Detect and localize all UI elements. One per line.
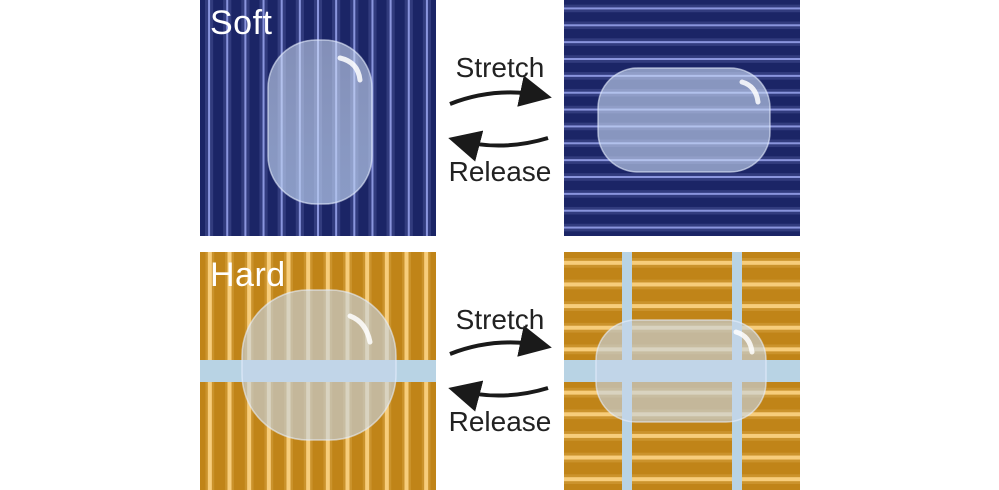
- droplet: [241, 289, 397, 441]
- soft-relaxed-panel: Soft: [200, 0, 436, 236]
- fiber-glow: [564, 206, 800, 215]
- fiber-stripe: [564, 58, 800, 60]
- fiber-stripe: [564, 260, 800, 265]
- fiber-glow: [564, 301, 800, 311]
- release-label-bottom: Release: [448, 406, 552, 437]
- fiber-glow: [241, 0, 250, 236]
- fiber-stripe: [226, 0, 229, 236]
- fiber-glow: [422, 0, 432, 236]
- hard-label: Hard: [210, 256, 286, 294]
- fiber-stripe: [564, 192, 800, 195]
- droplet-highlight: [739, 79, 761, 105]
- fiber-glow: [564, 279, 800, 290]
- release-arrow-bottom: [448, 380, 549, 412]
- fiber-stripe: [389, 0, 392, 236]
- soft-stretched-illustration: [564, 0, 800, 236]
- stretch-label-bottom: Stretch: [455, 304, 545, 335]
- droplet: [267, 39, 373, 205]
- fiber-stripe: [564, 455, 800, 460]
- fiber-stripe: [564, 7, 800, 10]
- soft-label: Soft: [210, 4, 273, 42]
- fiber-stripe: [564, 41, 800, 44]
- fiber-stripe: [564, 226, 800, 229]
- fiber-glow: [564, 431, 800, 441]
- fiber-stripe: [564, 24, 800, 27]
- fiber-stripe: [564, 176, 800, 178]
- fiber-glow: [404, 0, 413, 236]
- fiber-glow: [204, 0, 214, 236]
- soft-relaxed-illustration: [200, 0, 436, 236]
- fiber-stripe: [425, 0, 428, 236]
- release-arrow-top: [448, 130, 549, 162]
- fiber-glow: [564, 257, 800, 268]
- fiber-glow: [564, 4, 800, 13]
- fiber-glow: [564, 223, 800, 232]
- transition-arrows: [448, 75, 552, 412]
- fiber-stripe: [208, 0, 211, 236]
- hard-stretched-panel: [564, 252, 800, 490]
- fiber-stripe: [564, 304, 800, 309]
- hard-relaxed-panel: Hard: [200, 252, 436, 490]
- fiber-glow: [386, 0, 395, 236]
- stretch-arrow-top: [449, 75, 552, 107]
- fiber-stripe: [564, 282, 800, 287]
- fiber-glow: [564, 173, 800, 181]
- droplet: [595, 319, 767, 423]
- fiber-stripe: [244, 0, 247, 236]
- soft-stretched-panel: [564, 0, 800, 236]
- fiber-glow: [564, 190, 800, 198]
- fiber-glow: [564, 21, 800, 30]
- release-label-top: Release: [448, 156, 552, 187]
- fiber-stripe: [564, 477, 800, 482]
- fiber-glow: [564, 38, 800, 46]
- hard-stretched-illustration: [564, 252, 800, 490]
- fiber-glow: [223, 0, 232, 236]
- stretch-label-top: Stretch: [455, 52, 545, 83]
- fiber-glow: [564, 452, 800, 463]
- droplet-highlight: [337, 55, 363, 83]
- fiber-stripe: [564, 209, 800, 212]
- fiber-glow: [259, 0, 268, 236]
- fiber-stripe: [564, 433, 800, 438]
- fiber-stripe: [407, 0, 410, 236]
- hard-relaxed-illustration: [200, 252, 436, 490]
- fiber-glow: [564, 55, 800, 63]
- stretch-arrow-bottom: [449, 325, 552, 357]
- droplet-highlight: [733, 329, 755, 355]
- fiber-stripe: [262, 0, 265, 236]
- droplet-highlight: [347, 313, 373, 345]
- fiber-glow: [564, 474, 800, 485]
- droplet: [597, 67, 771, 173]
